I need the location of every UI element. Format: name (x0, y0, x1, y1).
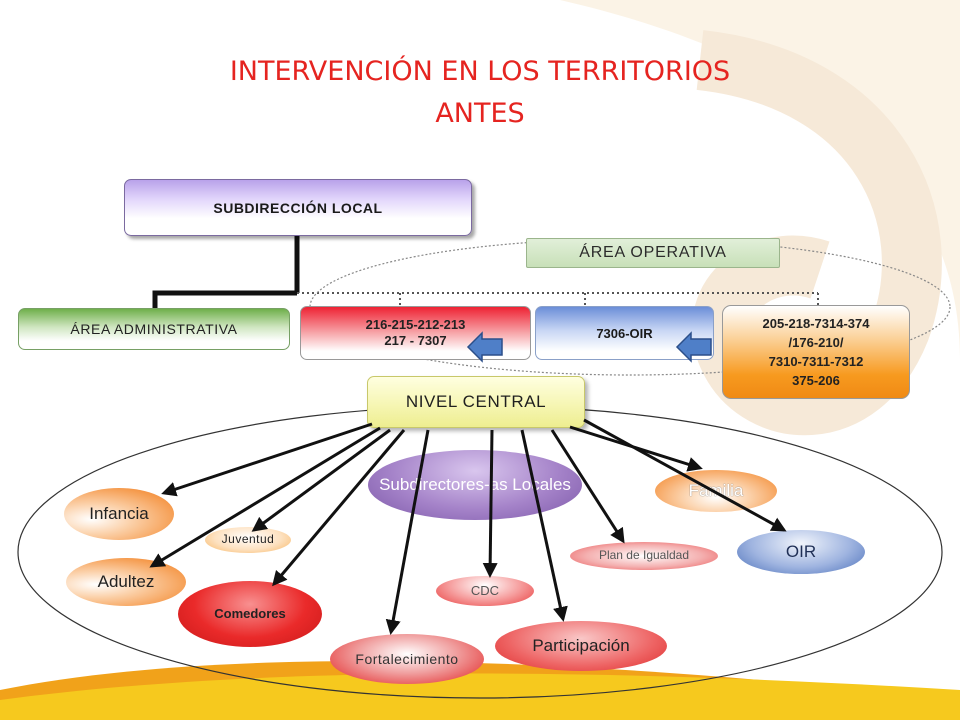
program-oir: OIR (737, 530, 865, 574)
oir-codes-box: 7306-OIR (535, 306, 714, 360)
nivel-central-box: NIVEL CENTRAL (367, 376, 585, 428)
area-administrativa-box: ÁREA ADMINISTRATIVA (18, 308, 290, 350)
red-codes-box: 216-215-212-213 217 - 7307 (300, 306, 531, 360)
program-participacion: Participación (495, 621, 667, 671)
red-codes-line-1: 216-215-212-213 (365, 317, 466, 332)
orange-codes-line-4: 375-206 (792, 373, 840, 388)
program-familia: Familia (655, 470, 777, 512)
program-fortalecimiento: Fortalecimiento (330, 634, 484, 684)
page-title-line-1: INTERVENCIÓN EN LOS TERRITORIOS (229, 56, 731, 87)
orange-codes-box: 205-218-7314-374 /176-210/ 7310-7311-731… (722, 305, 910, 399)
program-juventud: Juventud (205, 527, 291, 553)
program-adultez: Adultez (66, 558, 186, 606)
decor-swoosh-light (560, 0, 960, 360)
subdireccion-local-box: SUBDIRECCIÓN LOCAL (124, 179, 472, 236)
red-codes-line-2: 217 - 7307 (384, 333, 447, 348)
program-cdc: CDC (436, 576, 534, 606)
area-operativa-label: ÁREA OPERATIVA (526, 238, 780, 268)
orange-codes-line-1: 205-218-7314-374 (762, 316, 870, 331)
program-subdirectores-locales: Subdirectores-as Locales (368, 450, 582, 520)
program-comedores: Comedores (178, 581, 322, 647)
orange-codes-line-3: 7310-7311-7312 (768, 354, 864, 369)
program-plan-de-igualdad: Plan de Igualdad (570, 542, 718, 570)
program-infancia: Infancia (64, 488, 174, 540)
orange-codes-line-2: /176-210/ (788, 335, 844, 350)
page-title-line-2: ANTES (435, 98, 525, 129)
